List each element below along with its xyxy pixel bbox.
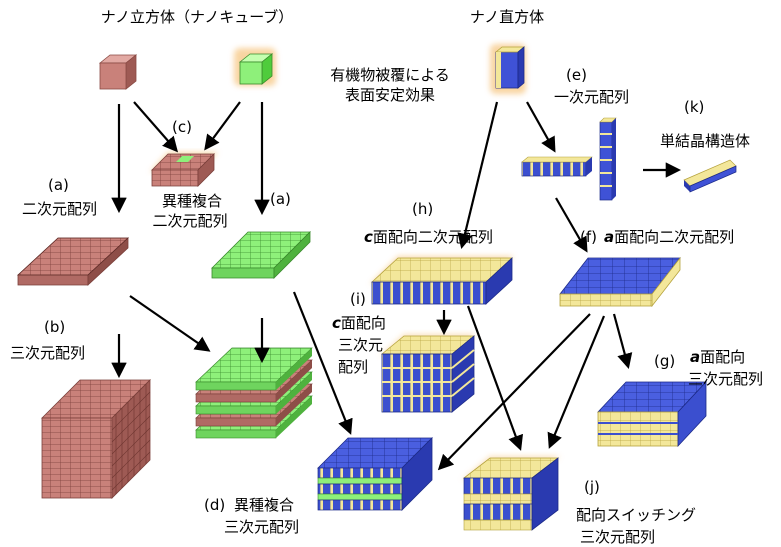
label-h-italic: c [364,228,373,246]
label-j-text1: 配向スイッチング [576,506,697,524]
arrow-f-to-hetero [437,313,591,471]
arrow-green-to-c [204,101,241,151]
label-i-body: 面配向 [340,314,386,332]
label-i-italic: c [332,314,341,332]
label-c-text2: 二次元配列 [152,212,228,230]
label-h-body: 面配向二次元配列 [372,228,493,246]
arrow-red-to-c [133,101,179,153]
label-j-text2: 三次元配列 [580,528,656,546]
orientation-switching-3d-array-illustration [462,456,560,531]
a-plane-3d-array-illustration [597,380,707,448]
blue-nanocuboid-icon [490,44,526,94]
surface-effect-line1: 有機物被覆による [330,66,450,84]
label-a-left-tag: (a) [48,176,69,194]
arrow-green2d-to-hetero [292,291,353,435]
label-g-body: 面配向 [700,348,746,366]
red-2d-array-illustration [16,237,130,286]
a-plane-2d-array-illustration [559,256,681,308]
label-g-text2: 三次元配列 [688,370,764,388]
label-d-tag: (d) [204,496,226,514]
label-c-text1: 異種複合 [161,192,223,210]
label-g-tag: (g) [654,352,676,370]
label-f-tag: (f) [580,228,597,246]
arrow-f-to-g [612,313,633,369]
green-2d-array-illustration [211,231,311,279]
label-a-right-tag: (a) [270,190,291,208]
hetero-blue-green-3d-array-illustration [317,437,433,511]
c-plane-2d-array-illustration [370,256,514,305]
1d-array-horizontal-illustration [521,156,593,177]
label-f-body: 面配向二次元配列 [614,228,735,246]
c-plane-3d-array-illustration [380,334,476,413]
green-nanocube-icon [234,48,276,86]
label-h-tag: (h) [412,200,434,218]
arrow-f-to-j [547,315,606,449]
red-nanocube-icon [98,54,138,90]
label-k-tag: (k) [684,98,705,116]
label-g-italic: a [690,348,701,366]
label-j-tag: (j) [584,478,600,496]
label-c-tag: (c) [172,118,192,136]
arrow-e-to-f [555,197,588,253]
nanocube-title: ナノ立方体（ナノキューブ） [100,8,294,26]
label-b-tag: (b) [44,318,66,336]
surface-effect-line2: 表面安定効果 [344,86,436,104]
label-a-left-text: 二次元配列 [22,200,98,218]
hetero-3d-array-d-illustration [195,347,313,439]
hetero-2d-array-c-illustration [150,152,218,187]
nanocuboid-title: ナノ直方体 [469,8,545,26]
label-d-text2: 三次元配列 [224,518,300,536]
label-b-text: 三次元配列 [10,344,86,362]
label-i-tag: (i) [350,290,366,308]
label-h-text: c面配向二次元配列 [364,228,493,246]
label-f-text: a面配向二次元配列 [604,228,734,246]
arrow-cuboid-to-h [457,101,499,249]
red-3d-array-illustration [41,379,151,499]
single-crystal-rod-illustration [683,159,737,193]
arrow-red2d-to-d [129,295,211,352]
1d-array-vertical-illustration [599,117,617,201]
label-i-text3: 配列 [338,358,369,376]
label-e-tag: (e) [566,66,587,84]
label-k-text: 単結晶構造体 [660,132,751,150]
arrows [111,101,682,471]
label-f-italic: a [604,228,615,246]
label-d-text1: 異種複合 [234,496,295,514]
arrow-cuboid-to-e [526,101,556,153]
label-g-text1: a面配向 [690,348,745,366]
label-i-text1: c面配向 [332,314,386,332]
label-e-text: 一次元配列 [554,88,630,106]
arrow-h-to-j [466,305,523,451]
label-i-text2: 三次元 [338,336,384,354]
